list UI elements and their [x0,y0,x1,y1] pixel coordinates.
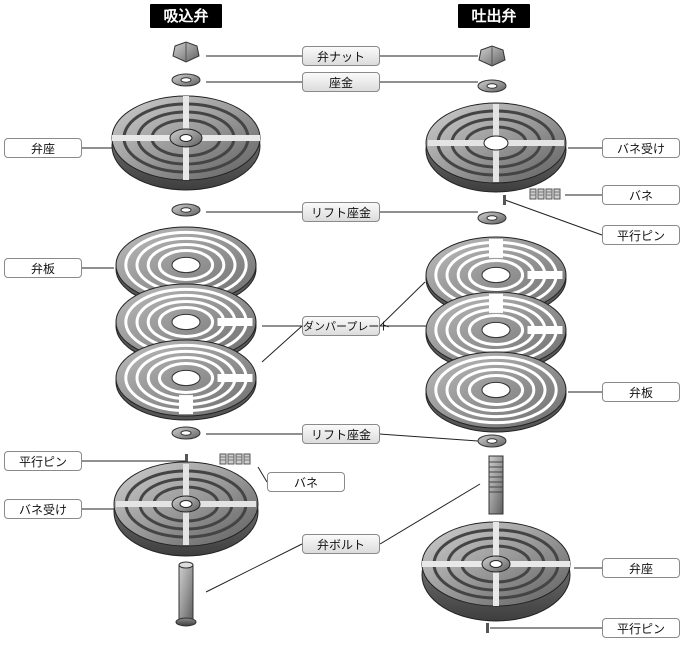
spring-left-1 [219,453,227,465]
lift-washer-right-top [477,211,507,225]
parallel-pin-left [185,454,188,466]
lift-washer-left-top [171,203,201,217]
label-valve-seat-right: 弁座 [602,558,680,578]
label-spring-left: バネ [267,472,345,492]
spring-holder-left [113,461,259,557]
spring-right-1 [529,188,537,200]
label-valve-seat-left: 弁座 [4,138,82,158]
valve-plates-right [425,236,567,433]
spring-left-2 [227,453,235,465]
label-lift-washer-bottom: リフト座金 [302,424,380,444]
springs-left [219,453,251,465]
label-spring-holder-right: バネ受け [602,138,680,158]
label-valve-bolt: 弁ボルト [302,534,380,554]
valve-plates-left [115,226,257,421]
label-lift-washer-top: リフト座金 [302,202,380,222]
label-parallel-pin-left: 平行ピン [4,451,82,471]
spring-holder-right [425,102,567,193]
parallel-pin-right-top [503,195,506,205]
spring-right-3 [545,188,553,200]
valve-bolt-left [175,561,197,627]
discharge-valve-header: 吐出弁 [458,4,530,28]
label-parallel-pin-right: 平行ピン [602,225,680,245]
washer-right [477,79,507,93]
label-valve-nut: 弁ナット [302,46,380,66]
valve-seat-right [421,521,571,622]
valve-bolt-right [488,455,504,515]
leader-lines [82,55,603,629]
spring-left-4 [243,453,251,465]
label-spring-holder-left: バネ受け [4,499,82,519]
valve-nut-left [172,41,200,63]
spring-right-4 [553,188,561,200]
label-valve-plate-left: 弁板 [4,258,82,278]
label-damper-plate: ダンパープレート [302,316,390,336]
label-valve-plate-right: 弁板 [602,382,680,402]
suction-valve-header: 吸込弁 [150,4,222,28]
parallel-pin-right-bottom [486,623,489,633]
spring-left-3 [235,453,243,465]
lift-washer-left-bottom [171,426,201,440]
valve-nut-right [478,45,506,67]
valve-plate-left [115,226,257,308]
lift-washer-right-bottom [477,434,507,448]
valve-seat-left [111,95,261,191]
damper-plate-left-2 [115,339,257,421]
label-parallel-pin-right-bottom: 平行ピン [602,618,680,638]
spring-right-2 [537,188,545,200]
washer-left [171,73,201,87]
label-spring-right: バネ [602,185,680,205]
springs-right [529,188,561,200]
valve-plate-right [425,351,567,433]
damper-plate-right-2 [425,291,567,373]
label-washer: 座金 [302,72,380,92]
